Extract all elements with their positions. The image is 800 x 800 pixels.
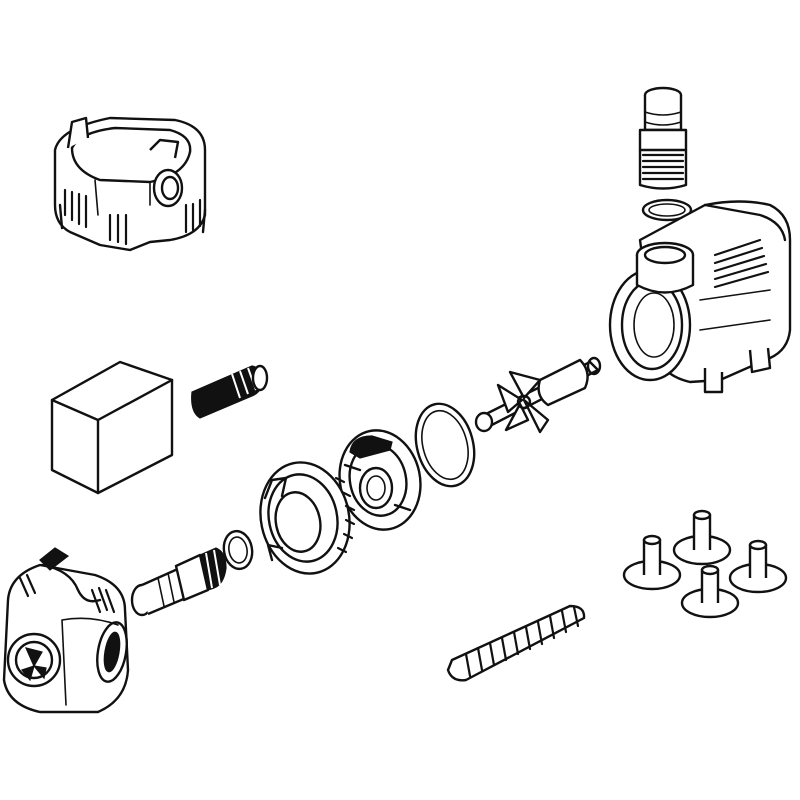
suction-cups [622,509,788,619]
o-ring-small [222,529,254,571]
suction-cup [672,509,732,566]
o-ring-large [414,402,476,488]
filter-sponge [50,360,174,495]
locking-ring [259,461,356,575]
intake-strainer [2,547,130,714]
hose-barb-outlet [130,547,227,617]
o-ring-top [641,198,693,222]
volute-cover [338,429,422,531]
hose-barb-top [638,86,688,190]
impeller [474,356,602,434]
pump-body [608,200,792,394]
suction-cup [728,539,788,594]
suction-cup [680,564,740,619]
threaded-adapter [191,364,269,419]
spiral-hose [446,604,586,682]
prefilter-cage [53,116,207,252]
suction-cup [622,534,682,591]
